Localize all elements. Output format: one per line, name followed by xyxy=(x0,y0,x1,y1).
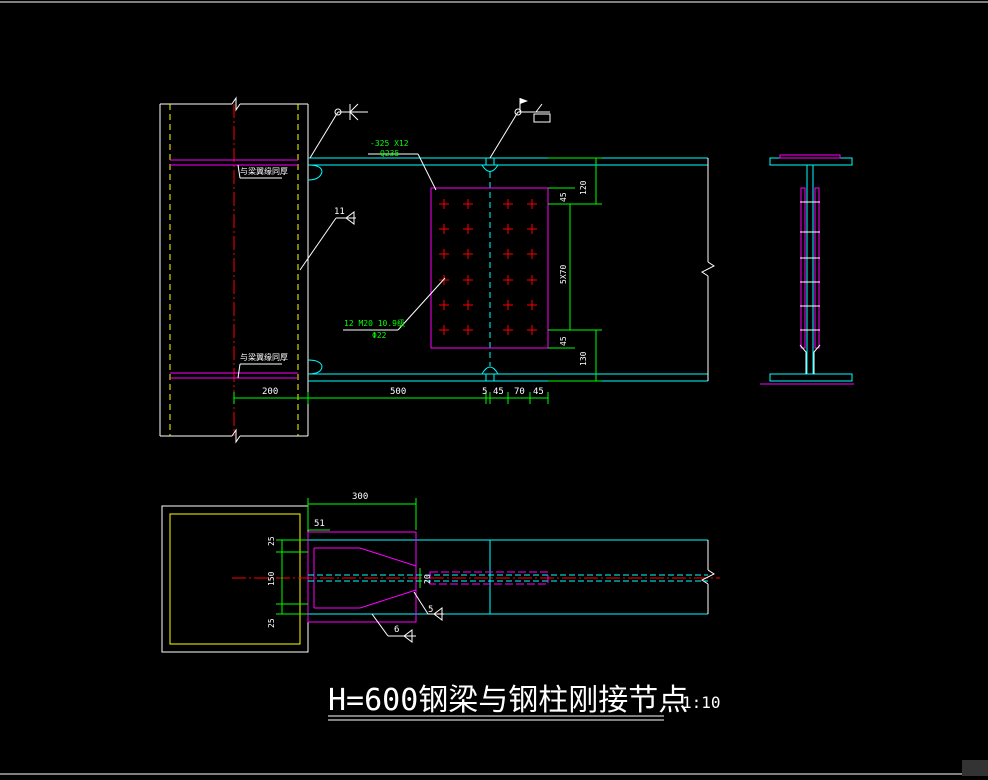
dim-300: 300 xyxy=(352,492,368,502)
bolt xyxy=(463,275,473,285)
stiffener-bottom-label: 与梁翼缘同厚 xyxy=(240,352,288,362)
bolt xyxy=(527,249,537,259)
dim-45c: 45 xyxy=(559,192,568,202)
stiffener-top-label: 与梁翼缘同厚 xyxy=(240,166,288,176)
dim-5: 5 xyxy=(482,387,487,397)
bolt xyxy=(527,300,537,310)
bolt xyxy=(527,224,537,234)
bolt xyxy=(463,325,473,335)
dim-120: 120 xyxy=(579,180,588,195)
dim-5x70: 5X70 xyxy=(559,265,568,284)
dim-20: 20 xyxy=(423,574,432,584)
dim-25a: 25 xyxy=(267,536,276,546)
drawing-title: H=600钢梁与钢柱刚接节点 xyxy=(328,683,688,718)
dim-150: 150 xyxy=(267,571,276,586)
bolt xyxy=(527,325,537,335)
bolt xyxy=(463,224,473,234)
column-elevation: 与梁翼缘同厚 与梁翼缘同厚 xyxy=(159,96,309,444)
bolt xyxy=(439,249,449,259)
beam-section xyxy=(760,154,854,385)
bolt xyxy=(503,325,513,335)
dim-45b: 45 xyxy=(533,387,544,397)
plate-annotations: -325 X12 Q235 12 M20 10.9级 Φ22 xyxy=(343,139,446,340)
plate-spec-label: -325 X12 xyxy=(370,139,409,148)
bolt xyxy=(503,300,513,310)
dim-200: 200 xyxy=(262,387,278,397)
bolt xyxy=(503,199,513,209)
dim-70: 70 xyxy=(514,387,525,397)
dim-45a: 45 xyxy=(493,387,504,397)
corner-block xyxy=(962,760,988,776)
beam-elevation xyxy=(307,157,715,382)
splice-plate xyxy=(430,187,549,349)
elevation-dims: 200 500 5 45 70 45 120 45 5X70 45 130 xyxy=(233,157,602,404)
bolt xyxy=(503,275,513,285)
bolt xyxy=(503,224,513,234)
title-block: H=600钢梁与钢柱刚接节点 1:10 xyxy=(328,683,721,721)
bolt-group xyxy=(439,199,537,335)
bolt xyxy=(463,199,473,209)
weld-6-label: 6 xyxy=(394,625,399,635)
weld-size-label: 11 xyxy=(334,207,345,217)
plate-spec-2-label: Q235 xyxy=(380,149,399,158)
weld-symbols-elevation: 11 xyxy=(299,98,551,271)
bolt xyxy=(527,275,537,285)
scale-label: 1:10 xyxy=(682,693,721,712)
bolt xyxy=(439,224,449,234)
bolt-spec-label: 12 M20 10.9级 xyxy=(344,318,405,328)
bolt xyxy=(527,199,537,209)
bolt xyxy=(439,275,449,285)
dim-130: 130 xyxy=(579,351,588,366)
bolt xyxy=(463,249,473,259)
dim-25b: 25 xyxy=(267,618,276,628)
bolt xyxy=(503,249,513,259)
bolt-hole-label: Φ22 xyxy=(372,331,387,340)
bolt xyxy=(439,199,449,209)
dim-500: 500 xyxy=(390,387,406,397)
bolt xyxy=(439,300,449,310)
dim-45d: 45 xyxy=(559,336,568,346)
plan-view: 300 51 25 150 25 20 6 5 xyxy=(161,492,720,653)
dim-51: 51 xyxy=(314,519,325,529)
bolt xyxy=(463,300,473,310)
bolt xyxy=(439,325,449,335)
weld-5-label: 5 xyxy=(428,605,433,615)
